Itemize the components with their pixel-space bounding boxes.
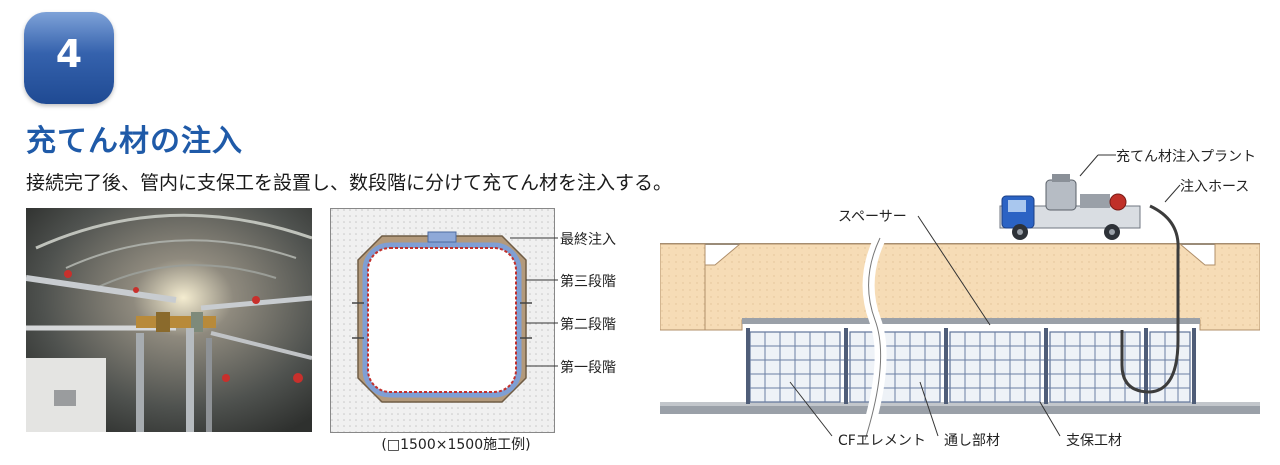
injection-longitudinal-diagram: 充てん材注入プラント 注入ホース スペーサー CFエレメント 通し部材 支保工材	[659, 140, 1261, 458]
label-spacer: スペーサー	[838, 209, 907, 225]
label-through-member: 通し部材	[944, 433, 1000, 449]
section-caption: (□1500×1500施工例)	[381, 437, 531, 453]
section-title: 充てん材の注入	[26, 124, 243, 159]
step-number-badge: 4	[24, 12, 114, 104]
pipe-interior-photo	[26, 208, 312, 432]
pipe-cross-section-diagram: 最終注入 第三段階 第二段階 第一段階	[330, 208, 626, 434]
label-injection-plant: 充てん材注入プラント	[1116, 149, 1256, 165]
step-number: 4	[55, 32, 83, 76]
label-cf-element: CFエレメント	[838, 433, 926, 449]
label-stage-two: 第二段階	[560, 317, 616, 333]
label-stage-one: 第一段階	[560, 360, 616, 376]
section-description: 接続完了後、管内に支保工を設置し、数段階に分けて充てん材を注入する。	[26, 172, 673, 194]
label-final-injection: 最終注入	[560, 232, 616, 248]
injection-truck-icon	[999, 174, 1141, 240]
label-stage-three: 第三段階	[560, 274, 616, 290]
label-injection-hose: 注入ホース	[1180, 179, 1250, 195]
label-support-material: 支保工材	[1066, 433, 1122, 449]
